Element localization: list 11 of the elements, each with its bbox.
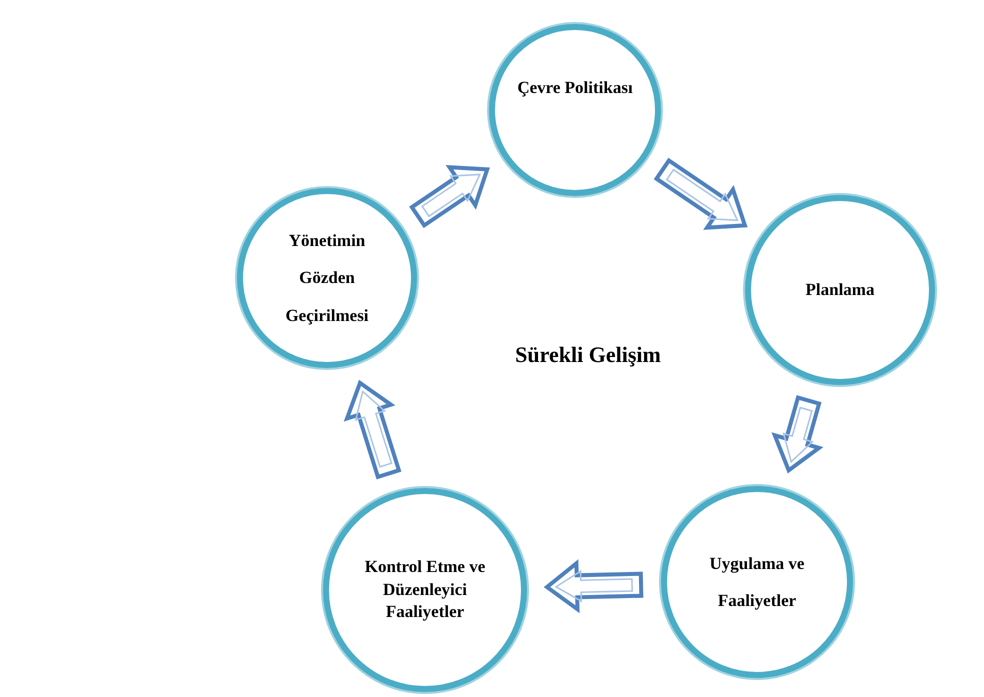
block-arrow: [771, 395, 824, 474]
center-label: Sürekli Gelişim: [514, 341, 662, 369]
step-text: Yönetimin Gözden Geçirilmesi: [284, 230, 370, 327]
step-text: Uygulama ve Faaliyetler: [708, 552, 806, 612]
block-arrow: [344, 380, 402, 480]
block-arrow: [409, 164, 490, 228]
step-text: Planlama: [804, 279, 876, 301]
block-arrow: [544, 559, 644, 614]
step-text: Kontrol Etme ve Düzenleyici Faaliyetler: [364, 556, 486, 624]
block-arrow: [654, 158, 748, 230]
step-text: Çevre Politikası: [516, 77, 634, 99]
